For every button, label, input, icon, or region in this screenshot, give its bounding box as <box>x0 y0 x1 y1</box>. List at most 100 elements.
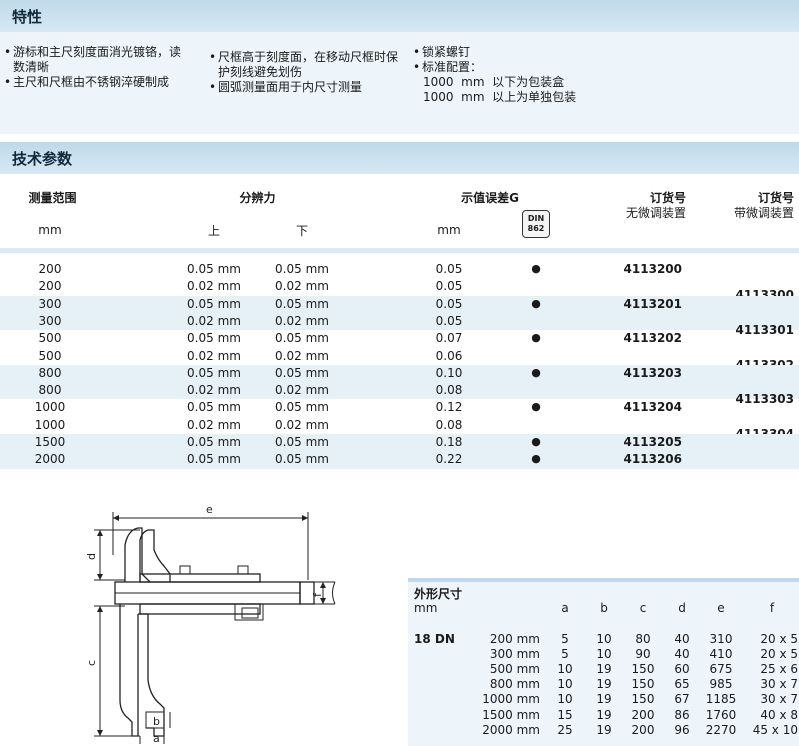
cell-up: 0.05 mm <box>187 452 241 467</box>
cell-o2: 4113303 <box>735 392 794 407</box>
cell-dn: 0.05 mm <box>275 296 329 311</box>
unit-range: mm <box>38 223 62 237</box>
cell-dot: ● <box>531 331 541 345</box>
feature-item: 尺框高于刻度面，在移动尺框时保护刻线避免划伤 <box>209 50 399 80</box>
dim-cell-f: 25 x 6 <box>760 662 798 677</box>
cell-up: 0.02 mm <box>187 348 241 363</box>
cell-o1: 4113201 <box>623 296 682 311</box>
cell-dn: 0.02 mm <box>275 313 329 328</box>
cell-dot: ● <box>531 262 541 275</box>
specs-title: 技术参数 <box>12 150 73 168</box>
cell-dn: 0.02 mm <box>275 348 329 363</box>
drawing-label-c: c <box>85 660 98 666</box>
feature-subitem: 1000 mm 以上为单独包装 <box>423 90 577 104</box>
cell-dn: 0.05 mm <box>275 365 329 380</box>
dim-cell-f: 20 x 5 <box>760 632 798 646</box>
cell-dn: 0.05 mm <box>275 435 329 449</box>
unit-lower: 下 <box>295 224 308 238</box>
dim-cell-a: 5 <box>561 632 569 646</box>
dim-cell-f: 45 x 10 <box>752 722 798 737</box>
dim-cell-e: 310 <box>709 632 733 646</box>
dim-cell-e: 985 <box>709 677 733 692</box>
din-badge-line2: 862 <box>527 224 545 233</box>
header-resolution: 分辨力 <box>239 191 276 205</box>
cell-err: 0.08 <box>435 383 463 398</box>
dim-cell-f: 30 x 7 <box>760 692 798 707</box>
dim-col-d: d <box>678 601 686 615</box>
caliper-drawing: e d f c b a <box>85 503 336 745</box>
dim-cell-b: 19 <box>596 677 612 692</box>
dim-cell-a: 5 <box>561 647 569 662</box>
cell-err: 0.18 <box>435 435 463 449</box>
cell-range: 1000 <box>34 400 66 415</box>
cell-range: 500 <box>38 331 62 346</box>
cell-dn: 0.02 mm <box>275 279 329 294</box>
cell-range: 200 <box>38 262 62 276</box>
dim-cell-size: 800 mm <box>489 677 540 692</box>
cell-range: 2000 <box>34 452 66 467</box>
dim-col-f: f <box>769 601 775 615</box>
dim-cell-e: 410 <box>709 647 733 662</box>
dim-cell-d: 96 <box>674 722 690 737</box>
cell-dn: 0.02 mm <box>275 383 329 398</box>
dim-cell-b: 10 <box>596 632 612 646</box>
cell-range: 500 <box>38 348 62 363</box>
dim-cell-c: 150 <box>631 692 655 707</box>
feature-item: 锁紧螺钉 <box>413 45 613 60</box>
specs-header-band <box>0 142 799 174</box>
dim-cell-c: 150 <box>631 677 655 692</box>
cell-err: 0.22 <box>435 452 463 467</box>
cell-err: 0.10 <box>435 365 463 380</box>
cell-up: 0.02 mm <box>187 313 241 328</box>
dimensions-top-bar <box>408 578 799 582</box>
feature-subitem: 1000 mm 以下为包装盒 <box>423 75 565 89</box>
cell-dn: 0.05 mm <box>275 452 329 467</box>
features-header-band <box>0 0 799 32</box>
cell-err: 0.06 <box>435 348 463 363</box>
unit-upper: 上 <box>207 224 220 238</box>
dim-cell-size: 1500 mm <box>482 707 540 722</box>
din-862-badge: DIN 862 <box>522 210 550 238</box>
header-order2-line1: 订货号 <box>757 191 794 205</box>
dim-cell-d: 40 <box>674 647 690 662</box>
cell-up: 0.05 mm <box>187 400 241 415</box>
cell-o1: 4113200 <box>623 262 682 276</box>
cell-o2: 4113301 <box>735 322 794 337</box>
cell-err: 0.05 <box>435 262 463 276</box>
dim-cell-c: 200 <box>631 707 655 722</box>
drawing-label-a: a <box>153 732 160 745</box>
dim-cell-e: 1760 <box>705 707 737 722</box>
dim-cell-c: 80 <box>635 632 651 646</box>
cell-up: 0.02 mm <box>187 279 241 294</box>
dim-cell-size: 2000 mm <box>482 722 540 737</box>
cell-dot: ● <box>531 400 541 414</box>
cell-range: 1000 <box>34 417 66 432</box>
cell-dot: ● <box>531 296 541 310</box>
cell-o1: 4113206 <box>623 452 682 467</box>
dim-col-a: a <box>561 601 569 615</box>
dim-cell-d: 65 <box>674 677 690 692</box>
drawing-label-d: d <box>85 553 98 560</box>
drawing-label-f: f <box>311 592 324 597</box>
cell-dn: 0.05 mm <box>275 331 329 346</box>
dim-cell-f: 30 x 7 <box>760 677 798 692</box>
cell-err: 0.07 <box>435 331 463 346</box>
dim-col-e: e <box>717 601 725 615</box>
cell-err: 0.12 <box>435 400 463 415</box>
cell-o1: 4113203 <box>623 365 682 380</box>
dim-cell-d: 60 <box>674 662 690 677</box>
cell-err: 0.08 <box>435 417 463 432</box>
dim-cell-a: 25 <box>557 722 573 737</box>
